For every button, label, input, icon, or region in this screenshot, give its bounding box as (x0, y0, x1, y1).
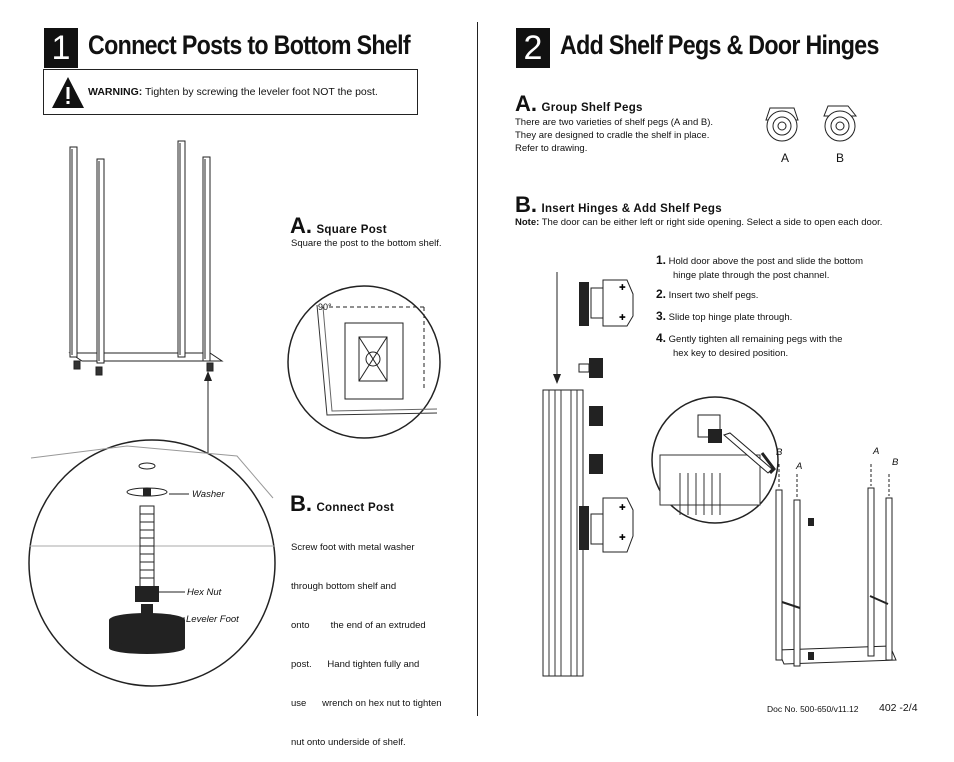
square-post-detail-circle (287, 285, 441, 439)
warning-label: WARNING: (88, 86, 143, 98)
step-1b-line: onto the end of an extruded (291, 620, 426, 631)
step-2a-heading: A. Group Shelf Pegs (515, 91, 643, 117)
door-note: Note: The door can be either left or rig… (515, 216, 882, 229)
frame-pegs-drawing (775, 464, 897, 667)
leveler-detail-circle (28, 439, 276, 687)
frame-label-a-left: A (796, 461, 803, 472)
step-1b-line: through bottom shelf and (291, 581, 397, 592)
step-1b-line: use wrench on hex nut to tighten (291, 698, 442, 709)
step-2a-line: There are two varieties of shelf pegs (A… (515, 117, 714, 128)
warning-text: WARNING: Tighten by screwing the leveler… (88, 86, 378, 98)
peg-a-label: A (781, 151, 790, 165)
frame-label-b-right: B (892, 457, 899, 468)
step-2a-line: They are designed to cradle the shelf in… (515, 130, 710, 141)
svg-text:✚: ✚ (619, 503, 626, 512)
note-text: The door can be either left or right sid… (539, 217, 883, 228)
hinge-step-line: Gently tighten all remaining pegs with t… (668, 334, 843, 345)
hinge-step-number: 1. (656, 253, 667, 267)
hinge-step-1: 1. Hold door above the post and slide th… (656, 253, 863, 283)
warning-box: WARNING: Tighten by screwing the leveler… (43, 69, 418, 115)
hinge-step-number: 2. (656, 287, 667, 301)
hinge-step-line: Slide top hinge plate through. (668, 312, 793, 323)
hinge-steps: 1. Hold door above the post and slide th… (656, 253, 863, 361)
svg-text:✚: ✚ (619, 313, 626, 322)
frame-label-a-right: A (873, 446, 880, 457)
leveler-foot-label: Leveler Foot (186, 614, 239, 625)
svg-text:✚: ✚ (619, 283, 626, 292)
step-1b-heading: B. Connect Post (290, 491, 394, 517)
step-2b-title: Insert Hinges & Add Shelf Pegs (541, 203, 722, 215)
hex-key-detail-circle (651, 396, 779, 524)
step-2b-letter: B. (515, 192, 537, 217)
step-1b-text: Screw foot with metal washer through bot… (291, 515, 442, 762)
step-2-number: 2 (516, 28, 550, 68)
peg-b-label: B (836, 151, 845, 165)
hex-nut-label: Hex Nut (187, 587, 222, 598)
hinge-step-line: hex key to desired position. (673, 348, 789, 359)
hinge-step-3: 3. Slide top hinge plate through. (656, 309, 863, 325)
step-1-number: 1 (44, 28, 78, 68)
hinge-step-number: 4. (656, 331, 667, 345)
step-2a-letter: A. (515, 91, 537, 116)
note-label: Note: (515, 217, 540, 228)
step-1a-text: Square the post to the bottom shelf. (291, 238, 442, 249)
step-1b-letter: B. (290, 491, 312, 516)
angle-90-label: 90° (318, 302, 332, 312)
shelf-pegs-drawing (765, 105, 858, 142)
step-1b-title: Connect Post (316, 502, 395, 514)
step-2a-text: There are two varieties of shelf pegs (A… (515, 116, 713, 155)
washer-label: Washer (192, 489, 225, 500)
warning-message: Tighten by screwing the leveler foot NOT… (142, 86, 378, 98)
step-2a-line: Refer to drawing. (515, 143, 588, 154)
step-1a-letter: A. (290, 213, 312, 238)
step-2b-heading: B. Insert Hinges & Add Shelf Pegs (515, 192, 722, 218)
shelf-peg-b (823, 105, 858, 142)
svg-text:✚: ✚ (619, 533, 626, 542)
shelf-peg-a (765, 107, 799, 142)
step-2a-title: Group Shelf Pegs (541, 102, 643, 114)
warning-icon (52, 77, 84, 108)
step-1a-heading: A. Square Post (290, 213, 387, 239)
hinge-step-4: 4. Gently tighten all remaining pegs wit… (656, 331, 863, 361)
post-hinge-drawing: ✚ ✚ ✚ ✚ (542, 272, 634, 677)
hinge-step-line: Insert two shelf pegs. (668, 290, 759, 301)
step-1b-line: post. Hand tighten fully and (291, 659, 420, 670)
hinge-step-line: hinge plate through the post channel. (673, 270, 830, 281)
page-number: 402 -2/4 (879, 702, 918, 714)
doc-number: Doc No. 500-650/v11.12 (767, 704, 859, 714)
hinge-step-line: Hold door above the post and slide the b… (668, 256, 864, 267)
hinge-step-2: 2. Insert two shelf pegs. (656, 287, 863, 303)
hinge-step-number: 3. (656, 309, 667, 323)
step-1a-title: Square Post (316, 224, 387, 236)
page-divider (477, 22, 478, 716)
frame-label-b-left: B (776, 447, 783, 458)
step-2-title: Add Shelf Pegs & Door Hinges (560, 30, 879, 60)
step-1b-line: Screw foot with metal washer (291, 542, 415, 553)
step-1-title: Connect Posts to Bottom Shelf (88, 30, 411, 60)
shelf-frame-drawing (68, 140, 224, 465)
